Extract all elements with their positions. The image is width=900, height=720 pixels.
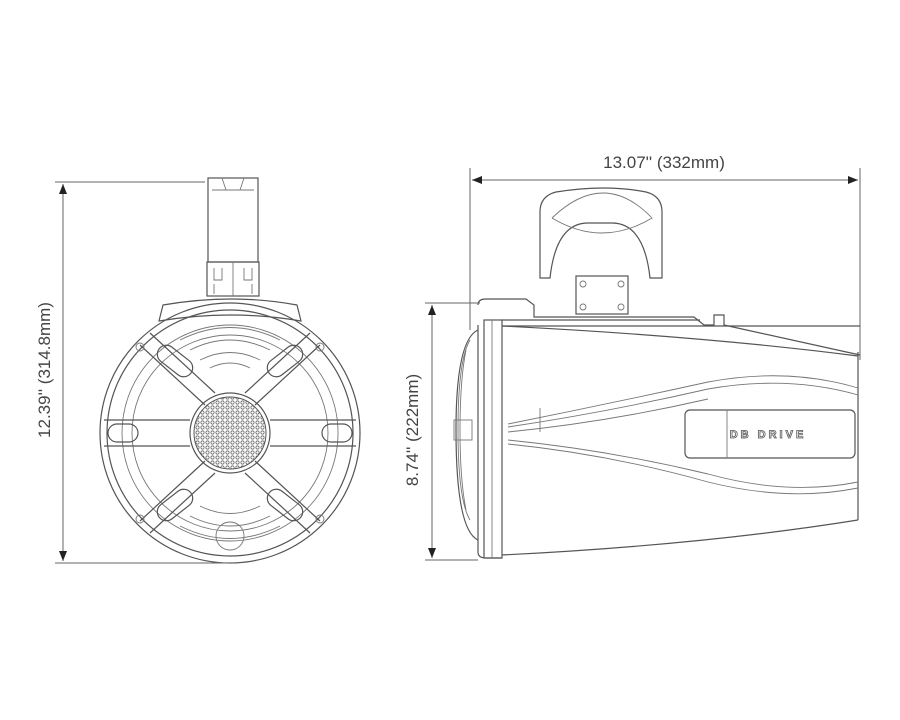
grille-spokes (104, 332, 356, 534)
speaker-body: DB DRIVE (453, 298, 861, 559)
width-label: 13.07'' (332mm) (603, 153, 725, 172)
side-view: 13.07'' (332mm) DB DR (403, 153, 861, 561)
front-view: 12.39'' (314.8mm) (35, 177, 361, 564)
width-dimension: 13.07'' (332mm) (469, 153, 861, 360)
db-drive-logo: DB DRIVE (730, 429, 807, 441)
side-mount-bracket (539, 187, 663, 315)
height-total-label: 12.39'' (314.8mm) (35, 302, 54, 438)
front-logo-badge (215, 521, 245, 551)
height-body-label: 8.74'' (222mm) (403, 374, 422, 486)
side-logo-plate: DB DRIVE (684, 409, 856, 459)
front-speaker-grille (99, 298, 361, 564)
height-total-dimension: 12.39'' (314.8mm) (35, 181, 235, 564)
front-mount-bracket (206, 177, 260, 297)
height-body-dimension: 8.74'' (222mm) (403, 302, 480, 561)
tweeter-mesh (193, 396, 267, 470)
